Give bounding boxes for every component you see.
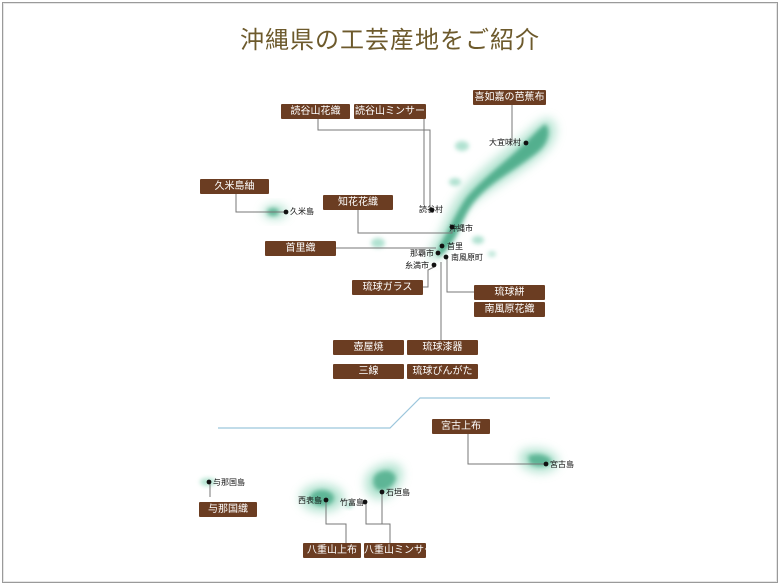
place-markers (206, 140, 549, 505)
craft-yaeyama-jofu: 八重山上布 (303, 543, 361, 558)
marker-ogimi (523, 140, 529, 146)
yaeyama-islands (300, 463, 403, 512)
marker-yomitan (429, 207, 435, 213)
place-yomitan: 読谷村 (419, 205, 443, 214)
okinawa-main-island (371, 118, 556, 262)
place-miyakojima: 宮古島 (550, 460, 574, 469)
marker-yonagunijima (206, 479, 212, 485)
place-haebaru: 南風原町 (451, 253, 483, 262)
marker-naha (435, 250, 441, 256)
marker-shuri (439, 243, 445, 249)
craft-yomitan-minsa: 読谷山ミンサー (354, 104, 426, 119)
place-ogimi: 大宜味村 (489, 138, 521, 147)
place-naha: 那覇市 (410, 249, 434, 258)
craft-ryukyu-glass: 琉球ガラス (352, 280, 423, 295)
craft-yomitan-hanaori: 読谷山花織 (281, 104, 350, 119)
craft-kijoka-bashofu: 喜如嘉の芭蕉布 (473, 90, 546, 105)
place-kumejima: 久米島 (290, 207, 314, 216)
craft-miyako-jofu: 宮古上布 (432, 419, 490, 434)
page-title: 沖縄県の工芸産地をご紹介 (240, 26, 540, 54)
craft-chibana-hanaori: 知花花織 (323, 195, 393, 210)
place-iriomote: 西表島 (298, 496, 322, 505)
craft-kumejima-tsumugi: 久米島紬 (200, 179, 269, 194)
craft-yonaguni-ori: 与那国織 (199, 502, 257, 517)
region-divider-line (218, 397, 550, 429)
place-itoman: 糸満市 (405, 261, 429, 270)
craft-ryukyu-kasuri: 琉球絣 (474, 285, 545, 300)
place-ishigaki: 石垣島 (386, 488, 410, 497)
craft-haebaru-hanaori: 南風原花織 (474, 302, 545, 317)
craft-shuri-ori: 首里織 (265, 241, 336, 256)
marker-iriomote (323, 497, 329, 503)
craft-yaeyama-minsa: 八重山ミンサー (364, 543, 434, 558)
craft-ryukyu-shikki: 琉球漆器 (407, 340, 478, 355)
place-shuri: 首里 (447, 242, 463, 251)
place-taketomi: 竹富島 (340, 498, 364, 507)
marker-taketomi (362, 499, 368, 505)
place-okinawa-city: 沖縄市 (449, 224, 473, 233)
marker-okinawa-city (449, 224, 455, 230)
craft-ryukyu-bingata: 琉球びんがた (407, 364, 478, 379)
marker-kumejima (283, 209, 289, 215)
craft-tsuboya-yaki: 壺屋焼 (333, 340, 404, 355)
connector-lines (209, 104, 546, 543)
marker-haebaru (443, 254, 449, 260)
marker-ishigaki (379, 489, 385, 495)
place-yonagunijima: 与那国島 (213, 478, 245, 487)
marker-itoman (431, 262, 437, 268)
marker-miyakojima (543, 461, 549, 467)
craft-sanshin: 三線 (333, 364, 404, 379)
